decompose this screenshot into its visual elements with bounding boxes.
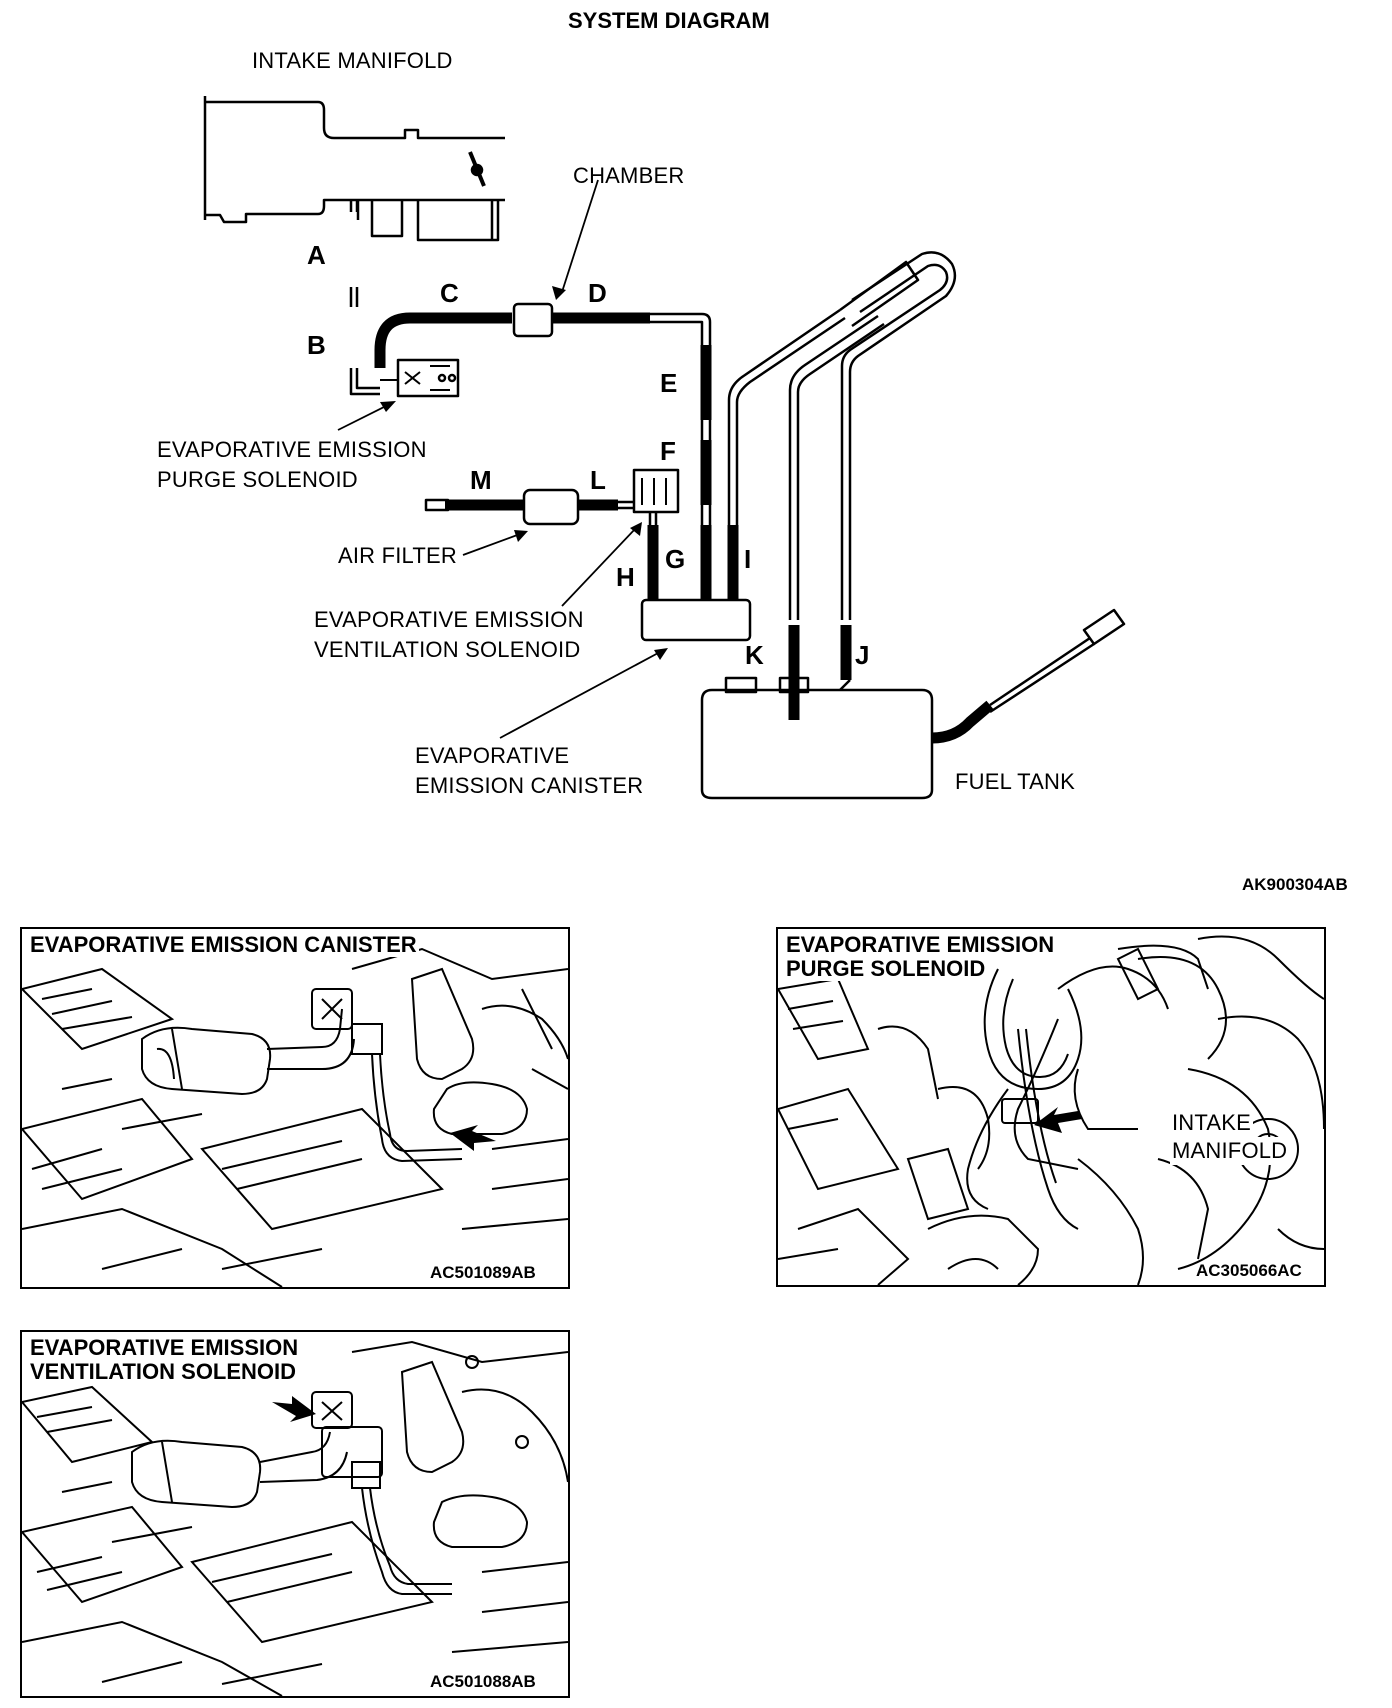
hose-letter-d: D: [588, 278, 607, 308]
hose-letter-h: H: [616, 562, 635, 592]
label-chamber: CHAMBER: [573, 163, 685, 188]
hose-letter-b: B: [307, 330, 326, 360]
panel-purge-code: AC305066AC: [1196, 1261, 1302, 1280]
hose-letter-e: E: [660, 368, 678, 398]
canister-illustration: [22, 947, 568, 1287]
label-air-filter: AIR FILTER: [338, 543, 457, 568]
hose-letter-m: M: [470, 465, 492, 495]
label-purge-solenoid-1: EVAPORATIVE EMISSION: [157, 437, 427, 462]
hose-letter-i: I: [744, 544, 752, 574]
panel-vent-code: AC501088AB: [430, 1672, 536, 1691]
label-intake-manifold: INTAKE MANIFOLD: [252, 48, 453, 73]
hose-letter-j: J: [855, 640, 870, 670]
label-canister-2: EMISSION CANISTER: [415, 773, 644, 798]
panel-purge: EVAPORATIVE EMISSION PURGE SOLENOID INTA…: [776, 927, 1326, 1287]
hose-letter-k: K: [745, 640, 764, 670]
diagram-code: AK900304AB: [1242, 875, 1348, 894]
panel-purge-title-1: EVAPORATIVE EMISSION: [784, 932, 1057, 957]
label-fuel-tank: FUEL TANK: [955, 769, 1075, 794]
label-vent-solenoid-1: EVAPORATIVE EMISSION: [314, 607, 584, 632]
hose-letter-g: G: [665, 544, 686, 574]
hose-letter-a: A: [307, 240, 326, 270]
panel-purge-callout-2: MANIFOLD: [1170, 1137, 1290, 1165]
diagram-title: SYSTEM DIAGRAM: [568, 8, 770, 33]
hose-letter-f: F: [660, 436, 676, 466]
panel-vent: EVAPORATIVE EMISSION VENTILATION SOLENOI…: [20, 1330, 570, 1698]
diagram-lines: [203, 96, 1126, 800]
panel-canister: EVAPORATIVE EMISSION CANISTER AC501089AB: [20, 927, 570, 1289]
panel-vent-title-1: EVAPORATIVE EMISSION: [28, 1335, 301, 1360]
purge-illustration: [778, 935, 1324, 1285]
panel-purge-callout-1: INTAKE: [1170, 1109, 1254, 1137]
panel-vent-title-2: VENTILATION SOLENOID: [28, 1359, 299, 1384]
panel-canister-code: AC501089AB: [430, 1263, 536, 1282]
hose-letter-c: C: [440, 278, 459, 308]
label-purge-solenoid-2: PURGE SOLENOID: [157, 467, 358, 492]
vent-illustration: [22, 1340, 568, 1696]
hose-letter-l: L: [590, 465, 606, 495]
panel-purge-title-2: PURGE SOLENOID: [784, 956, 988, 981]
label-canister-1: EVAPORATIVE: [415, 743, 570, 768]
label-vent-solenoid-2: VENTILATION SOLENOID: [314, 637, 581, 662]
panel-canister-title: EVAPORATIVE EMISSION CANISTER: [28, 932, 419, 957]
